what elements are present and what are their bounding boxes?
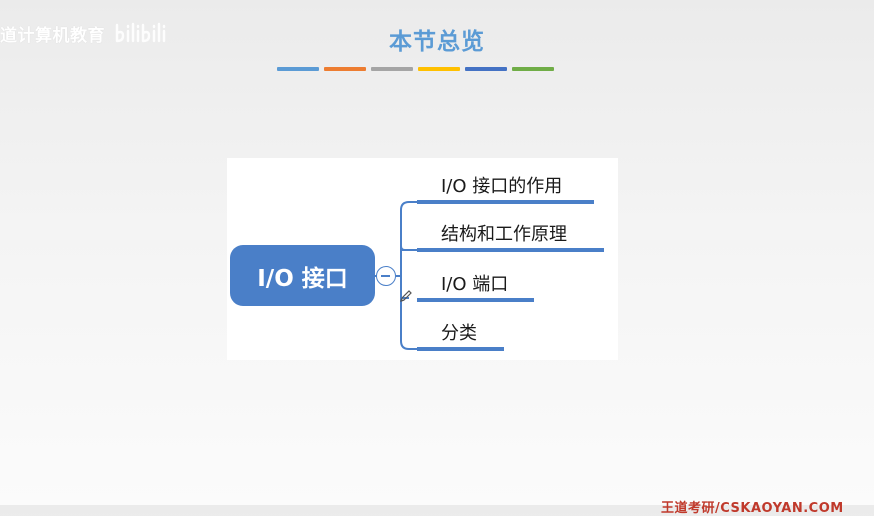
collapse-minus-icon[interactable]	[376, 266, 396, 286]
mindmap-root-node[interactable]: I/O 接口	[230, 245, 375, 306]
branch-label-io-interface-role[interactable]: I/O 接口的作用	[441, 176, 563, 197]
title-underline	[277, 67, 554, 71]
title-underline-segment	[277, 67, 319, 71]
mindmap-panel: I/O 接口 I/O 接口的作用 结构和工作原理 I/O 端口 分类	[227, 158, 618, 360]
connector-branch-1	[400, 201, 417, 276]
title-underline-segment	[418, 67, 460, 71]
branch-label-io-port[interactable]: I/O 端口	[441, 274, 509, 295]
branch-label-structure-principle[interactable]: 结构和工作原理	[441, 224, 567, 245]
title-underline-segment	[512, 67, 554, 71]
pencil-cursor-icon	[400, 290, 412, 302]
title-underline-segment	[371, 67, 413, 71]
title-underline-segment	[324, 67, 366, 71]
branch-label-classification[interactable]: 分类	[441, 323, 477, 344]
bilibili-logo-icon	[115, 22, 166, 43]
title-underline-segment	[465, 67, 507, 71]
connector-branch-4	[400, 276, 417, 350]
connector-spine-2	[400, 245, 406, 251]
channel-watermark: 道计算机教育	[0, 20, 177, 46]
footer-brand: 王道考研/CSKAOYAN.COM	[661, 501, 844, 516]
watermark-text: 道计算机教育	[0, 25, 105, 46]
page-title: 本节总览	[389, 28, 485, 55]
